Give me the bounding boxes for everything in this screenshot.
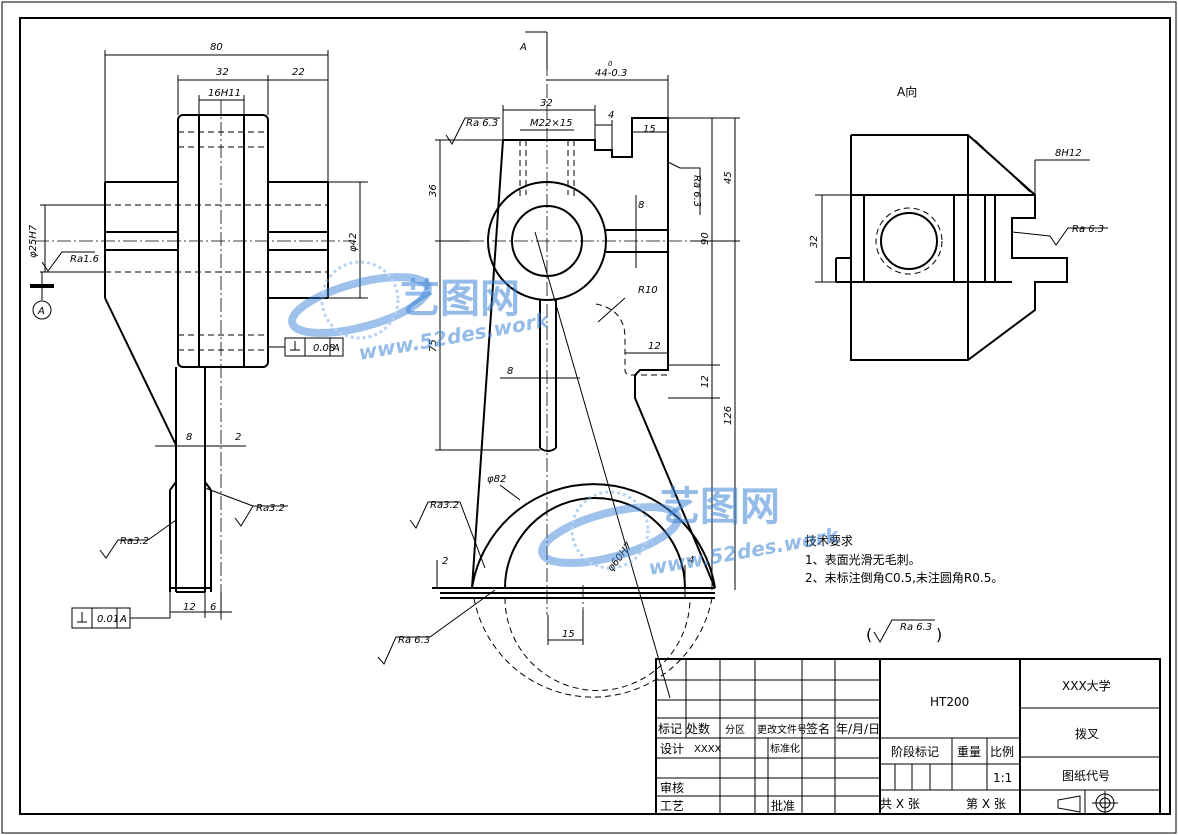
stage-mark-label: 阶段标记: [891, 744, 939, 759]
tol-value-1: 0.08: [313, 343, 335, 354]
dim-126: 126: [723, 406, 734, 425]
a-view-title: A向: [897, 84, 917, 99]
dim-32-front: 32: [540, 98, 553, 109]
dim-8-left: 8: [186, 432, 192, 443]
dim-44: 44-0.3: [595, 68, 627, 79]
weight-label: 重量: [957, 745, 981, 759]
dim-12-mid: 12: [648, 341, 661, 352]
drawing-code: 图纸代号: [1062, 769, 1110, 783]
roughness-ra63-c: Ra 6.3: [398, 635, 430, 646]
dim-32: 32: [216, 67, 229, 78]
dim-15-top: 15: [643, 124, 656, 135]
tech-note-1: 1、表面光滑无毛刺。: [805, 553, 921, 567]
roughness-ra63-a: Ra 6.3: [466, 118, 498, 129]
dim-6-left: 6: [210, 602, 216, 613]
roughness-ra32-b: Ra3.2: [120, 536, 149, 547]
general-ra-value: Ra 6.3: [900, 622, 932, 633]
total-sheets: 共 X 张: [880, 797, 920, 811]
scale-label: 比例: [990, 745, 1014, 759]
dim-75: 75: [428, 339, 439, 352]
roughness-ra63-b: Ra 6.3: [691, 175, 702, 207]
dim-44-tolerance: 0: [608, 60, 613, 68]
datum-a-label: A: [37, 306, 45, 317]
dim-36: 36: [428, 184, 439, 197]
dim-90: 90: [700, 232, 711, 245]
zone-label: 分区: [725, 724, 745, 736]
design-label: 设计: [660, 742, 684, 756]
part-name: 拨叉: [1075, 727, 1099, 741]
general-ra-open-paren: (: [866, 625, 872, 644]
general-ra-close-paren: ): [936, 625, 942, 644]
dim-4-top: 4: [608, 110, 614, 121]
dim-16h11: 16H11: [208, 88, 241, 99]
school-name: XXX大学: [1062, 678, 1111, 693]
material: HT200: [930, 695, 969, 709]
dim-r10: R10: [638, 285, 658, 296]
scale-value: 1:1: [993, 771, 1012, 785]
dim-2-front: 2: [442, 556, 448, 567]
inner-frame: [19, 17, 1171, 815]
count-label: 处数: [686, 721, 710, 736]
tech-note-2: 2、未标注倒角C0.5,未注圆角R0.5。: [805, 570, 1003, 585]
roughness-ra32-a: Ra3.2: [256, 503, 285, 514]
dim-32-a-view: 32: [809, 235, 820, 248]
section-a-label: A: [519, 42, 527, 53]
review-label: 审核: [660, 780, 684, 795]
date-label: 年/月/日: [836, 722, 880, 736]
front-view: [377, 31, 935, 699]
dim-phi82: φ82: [487, 474, 506, 485]
tol-ref-2: A: [119, 614, 127, 625]
sheet-number: 第 X 张: [966, 797, 1006, 811]
dim-8h12: 8H12: [1055, 148, 1082, 159]
watermark-name-2: 艺图网: [660, 484, 780, 530]
title-block: [655, 658, 1161, 815]
watermark-logo-2: [538, 490, 682, 570]
watermark-logo-1: [288, 260, 432, 340]
roughness-ra16: Ra1.6: [70, 254, 99, 265]
dim-12-left: 12: [183, 602, 196, 613]
tech-notes-title: 技术要求: [805, 534, 853, 548]
approve-label: 批准: [771, 798, 795, 813]
dim-phi25h7: φ25H7: [28, 224, 39, 258]
process-label: 工艺: [660, 799, 684, 813]
dim-12-side: 12: [700, 375, 711, 388]
dim-8-web: 8: [507, 366, 513, 377]
signature-label: 签名: [806, 721, 830, 736]
tol-ref-1: A: [332, 343, 340, 354]
dim-8-front: 8: [638, 200, 644, 211]
dim-4-bottom: 4: [688, 555, 694, 566]
dim-phi42: φ42: [348, 233, 359, 252]
designer-name: XXXX: [694, 744, 722, 755]
dim-15-bottom: 15: [562, 629, 575, 640]
change-doc-label: 更改文件号: [757, 723, 807, 736]
dim-m22: M22×15: [530, 118, 572, 129]
mark-label: 标记: [658, 722, 682, 736]
dim-22: 22: [292, 67, 305, 78]
dim-45: 45: [723, 171, 734, 184]
roughness-ra32-c: Ra3.2: [430, 500, 459, 511]
standardize-label: 标准化: [770, 742, 800, 755]
tol-value-2: 0.01: [97, 614, 119, 625]
roughness-ra63-d: Ra 6.3: [1072, 224, 1104, 235]
a-direction-view: [815, 134, 1108, 361]
dim-80: 80: [210, 42, 223, 53]
watermark-name-1: 艺图网: [400, 276, 520, 322]
dim-2-left: 2: [235, 432, 241, 443]
left-view: [30, 50, 368, 629]
